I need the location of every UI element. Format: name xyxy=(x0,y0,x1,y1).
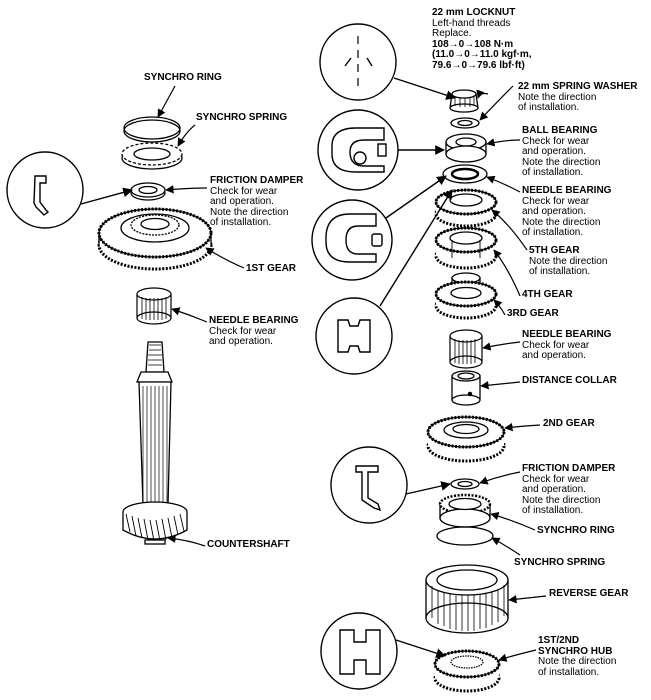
ball-bearing xyxy=(445,133,487,163)
locknut-detail-circle xyxy=(319,23,397,101)
label-first-gear: 1ST GEAR xyxy=(246,263,297,274)
left-synchro-ring xyxy=(123,116,181,143)
synchro-hub xyxy=(433,649,501,693)
label-left-friction-damper: FRICTION DAMPER Check for wear and opera… xyxy=(210,175,304,228)
left-friction-damper xyxy=(130,182,166,201)
fourth-gear xyxy=(434,226,498,270)
label-ball-bearing: BALL BEARING Check for wear and operatio… xyxy=(522,125,601,178)
label-locknut: 22 mm LOCKNUT Left-hand threads Replace.… xyxy=(432,7,532,71)
label-right-friction-damper: FRICTION DAMPER Check for wear and opera… xyxy=(522,463,616,516)
left-friction-damper-detail-circle xyxy=(6,151,84,229)
right-friction-damper xyxy=(450,478,480,490)
left-synchro-spring xyxy=(121,142,183,170)
label-second-gear: 2ND GEAR xyxy=(543,418,595,429)
label-right-synchro-spring: SYNCHRO SPRING xyxy=(514,557,606,568)
reverse-gear xyxy=(425,564,509,634)
leader-lines xyxy=(157,85,547,662)
label-spring-washer: 22 mm SPRING WASHER Note the direction o… xyxy=(518,81,638,113)
right-synchro-ring xyxy=(438,493,492,528)
friction-damper-detail-circle xyxy=(330,446,408,524)
spring-washer xyxy=(450,117,480,129)
countershaft xyxy=(122,341,188,545)
label-left-synchro-ring: SYNCHRO RING xyxy=(144,72,222,83)
distance-collar xyxy=(451,370,481,406)
distance-collar-detail-circle xyxy=(315,297,393,375)
label-left-synchro-spring: SYNCHRO SPRING xyxy=(196,112,288,123)
fifth-gear xyxy=(434,188,498,228)
ball-bearing-detail-circle xyxy=(317,109,399,191)
first-gear xyxy=(97,207,213,271)
label-distance-collar: DISTANCE COLLAR xyxy=(522,375,617,386)
lower-needle-bearing xyxy=(449,329,483,369)
needle-bearing-detail-circle xyxy=(311,199,393,281)
synchro-hub-detail-circle xyxy=(320,612,398,690)
second-gear xyxy=(426,415,506,463)
label-synchro-hub: 1ST/2ND SYNCHRO HUB Note the direction o… xyxy=(538,635,617,678)
label-right-synchro-ring: SYNCHRO RING xyxy=(537,525,615,536)
detail-arrows xyxy=(80,77,456,658)
label-lower-needle-bearing: NEEDLE BEARING Check for wear and operat… xyxy=(522,329,612,361)
label-left-needle-bearing: NEEDLE BEARING Check for wear and operat… xyxy=(209,315,299,347)
left-needle-bearing xyxy=(136,287,172,325)
label-reverse-gear: REVERSE GEAR xyxy=(549,588,629,599)
right-synchro-spring xyxy=(436,526,494,546)
third-gear xyxy=(434,272,498,320)
label-fourth-gear: 4TH GEAR xyxy=(522,289,573,300)
label-upper-needle-bearing: NEEDLE BEARING Check for wear and operat… xyxy=(522,185,612,238)
label-fifth-gear: 5TH GEAR Note the direction of installat… xyxy=(529,245,608,277)
locknut xyxy=(449,89,479,113)
label-third-gear: 3RD GEAR xyxy=(507,308,559,319)
label-countershaft: COUNTERSHAFT xyxy=(207,539,290,550)
upper-needle-bearing xyxy=(442,164,488,184)
